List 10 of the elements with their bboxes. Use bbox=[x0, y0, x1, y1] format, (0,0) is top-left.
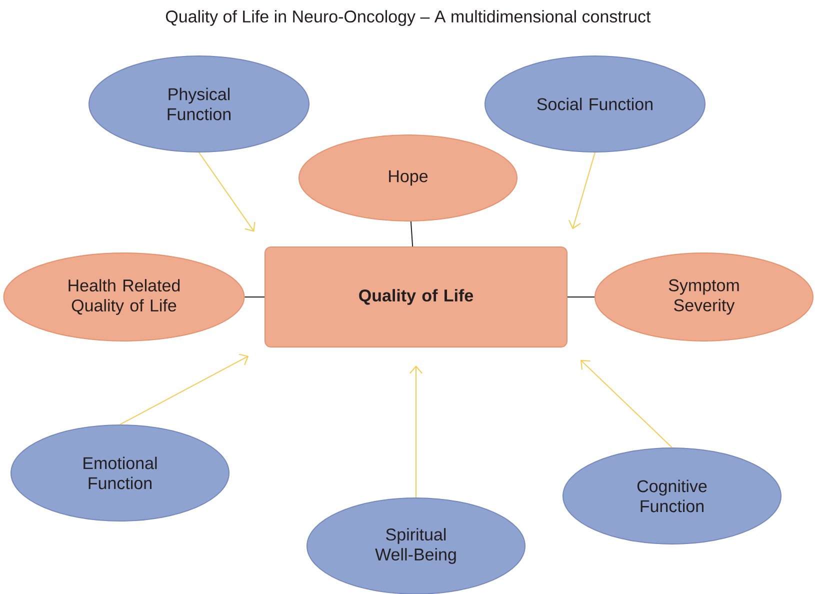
process-box: Quality of Life bbox=[264, 246, 568, 348]
arrow bbox=[410, 365, 422, 498]
connector-line bbox=[410, 220, 414, 247]
connector-line bbox=[567, 296, 595, 298]
arrow bbox=[198, 152, 256, 232]
arrow bbox=[120, 354, 249, 425]
connector-line bbox=[244, 296, 265, 298]
title: Quality of Life in Neuro-Oncology – A multidimensional construct bbox=[166, 10, 651, 26]
arrow bbox=[568, 152, 596, 230]
arrow bbox=[580, 360, 672, 448]
